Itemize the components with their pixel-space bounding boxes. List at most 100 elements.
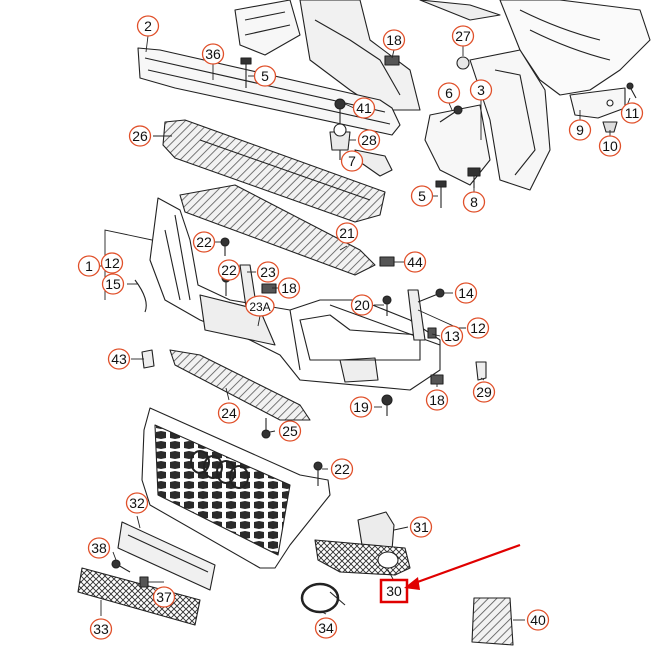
callout-circle xyxy=(357,129,381,151)
callout-circle xyxy=(568,119,592,141)
callout-10: 10 xyxy=(598,135,622,157)
callout-label: 28 xyxy=(361,132,377,148)
highlight-box xyxy=(379,578,409,604)
impact-bar xyxy=(137,47,401,136)
callout-32: 32 xyxy=(125,492,149,514)
callout-circle xyxy=(620,102,644,124)
callout-circle xyxy=(217,402,241,424)
clip-29 xyxy=(475,361,487,381)
trim-32 xyxy=(117,521,216,591)
callout-38: 38 xyxy=(87,537,111,559)
screw-22c xyxy=(313,461,323,486)
callout-label: 5 xyxy=(261,68,269,84)
callout-label: 25 xyxy=(282,423,298,439)
callout-36: 36 xyxy=(201,43,225,65)
clip-44 xyxy=(379,256,395,267)
callout-18: 18 xyxy=(382,29,406,51)
undertray xyxy=(179,184,376,276)
callout-25: 25 xyxy=(278,420,302,442)
callout-label: 32 xyxy=(129,495,145,511)
callout-circle xyxy=(253,65,277,87)
callout-circle xyxy=(350,294,374,316)
callout-41: 41 xyxy=(352,97,376,119)
callout-20: 20 xyxy=(350,294,374,316)
callout-label: 13 xyxy=(444,328,460,344)
clip-18b xyxy=(261,283,277,294)
audi-rings xyxy=(190,450,249,489)
callout-33: 33 xyxy=(89,618,113,640)
callout-28: 28 xyxy=(357,129,381,151)
callout-label: 22 xyxy=(196,234,212,250)
callout-circle xyxy=(352,97,376,119)
callout-18: 18 xyxy=(277,277,301,299)
mount-bracket-left xyxy=(234,0,301,56)
callout-1: 1 xyxy=(77,255,101,277)
callout-12: 12 xyxy=(466,317,490,339)
clip-18-top xyxy=(384,55,400,66)
callout-8: 8 xyxy=(462,191,486,213)
callout-circle xyxy=(335,222,359,244)
callout-circle xyxy=(256,261,280,283)
callout-23a: 23A xyxy=(245,295,275,317)
callout-circle xyxy=(128,125,152,147)
callout-15: 15 xyxy=(101,273,125,295)
upper-bracket xyxy=(299,0,421,111)
callout-label: 41 xyxy=(356,100,372,116)
callout-label: 27 xyxy=(455,28,471,44)
callout-label: 20 xyxy=(354,297,370,313)
callout-34: 34 xyxy=(314,617,338,639)
callout-circle xyxy=(410,185,434,207)
bumper-cover xyxy=(149,197,441,391)
energy-absorber xyxy=(162,119,386,223)
callout-circle xyxy=(217,259,241,281)
callout-label: 18 xyxy=(281,280,297,296)
callout-circle xyxy=(349,396,373,418)
callout-circle xyxy=(314,617,338,639)
callout-label: 40 xyxy=(530,612,546,628)
callout-label: 30 xyxy=(386,583,402,599)
callout-circle xyxy=(472,381,496,403)
callout-22: 22 xyxy=(217,259,241,281)
callout-circle xyxy=(107,348,131,370)
clip-10 xyxy=(602,121,618,133)
callout-label: 8 xyxy=(470,194,478,210)
callout-label: 3 xyxy=(477,82,485,98)
callout-circle xyxy=(77,255,101,277)
callout-circle xyxy=(192,231,216,253)
callout-circle xyxy=(409,516,433,538)
spoiler-24 xyxy=(169,349,311,421)
callout-circle xyxy=(136,15,160,37)
callout-label: 15 xyxy=(105,276,121,292)
callout-24: 24 xyxy=(217,402,241,424)
callout-circle xyxy=(466,317,490,339)
callout-26: 26 xyxy=(128,125,152,147)
callout-label: 24 xyxy=(221,405,237,421)
callout-3: 3 xyxy=(469,79,493,101)
highlight-arrow-line xyxy=(411,543,521,586)
callout-40: 40 xyxy=(526,609,550,631)
callout-label: 7 xyxy=(348,153,356,169)
callout-9: 9 xyxy=(568,119,592,141)
callout-label: 18 xyxy=(429,392,445,408)
callout-circle xyxy=(277,277,301,299)
callout-circle xyxy=(87,537,111,559)
callout-circle xyxy=(245,295,275,317)
callout-circle xyxy=(382,29,406,51)
bracket-12 xyxy=(407,289,426,341)
callout-circle xyxy=(526,609,550,631)
callout-label: 12 xyxy=(470,320,486,336)
clip-28 xyxy=(329,123,351,160)
callout-circle xyxy=(462,191,486,213)
callout-21: 21 xyxy=(335,222,359,244)
screw-38 xyxy=(111,559,131,573)
screw-14 xyxy=(417,288,445,303)
callout-7: 7 xyxy=(340,150,364,172)
callout-label: 18 xyxy=(386,32,402,48)
callout-label: 23 xyxy=(260,264,276,280)
ring-34 xyxy=(300,582,340,614)
callout-circle xyxy=(340,150,364,172)
clip-37 xyxy=(139,576,149,588)
callout-5: 5 xyxy=(410,185,434,207)
callout-label: 29 xyxy=(476,384,492,400)
